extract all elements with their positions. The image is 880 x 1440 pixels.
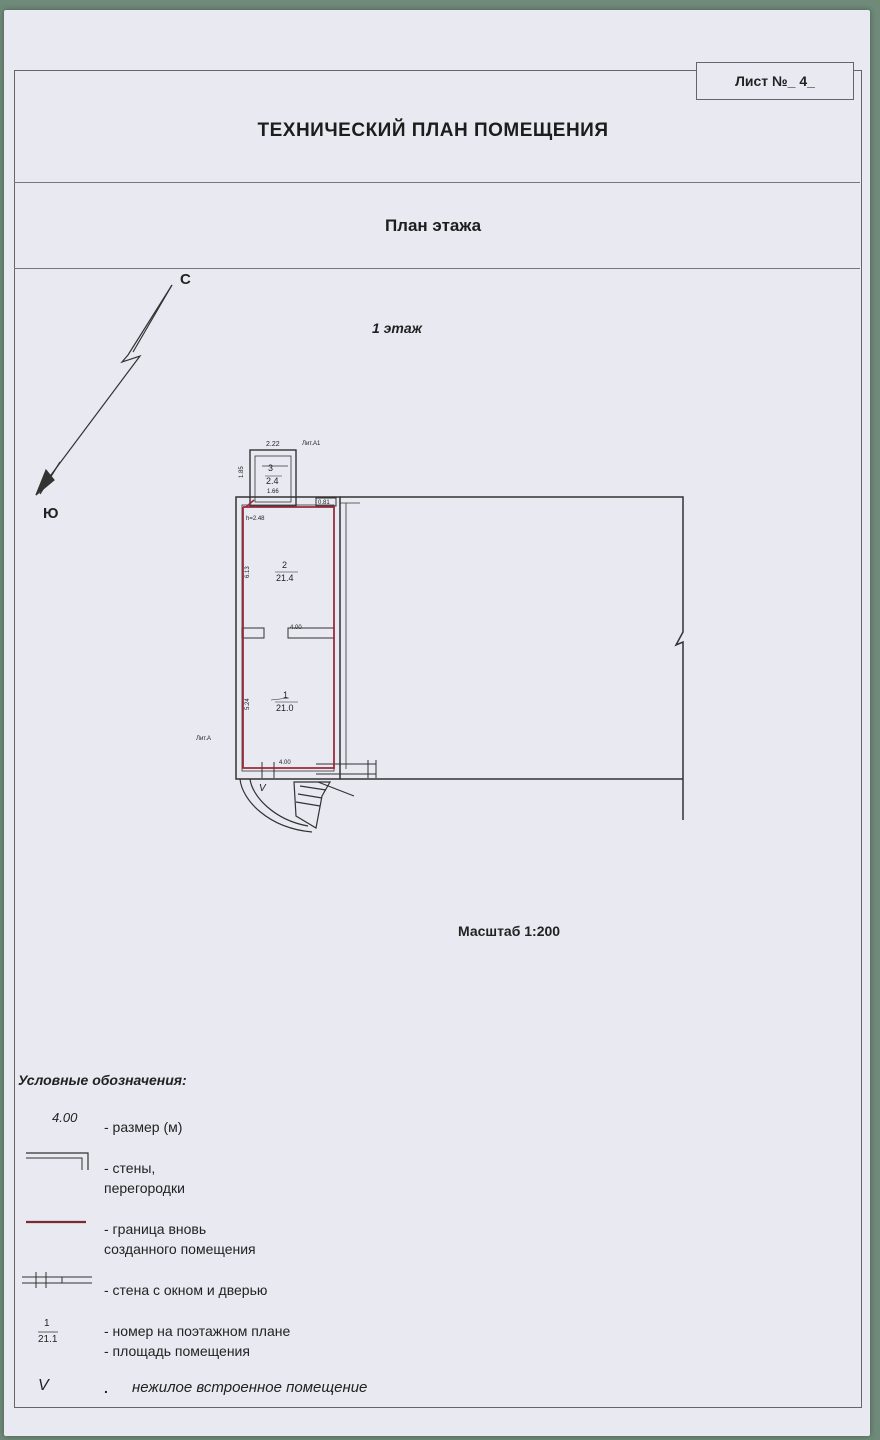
compass-north-label: С [180, 271, 191, 288]
dim-door-width: 0.81 [318, 500, 330, 506]
legend-boundary-text-2: созданного помещения [104, 1241, 256, 1257]
document-sheet: Лист №_ 4_ [4, 10, 870, 1436]
dim-room3-side: 1.85 [239, 466, 245, 478]
page-frame [14, 70, 862, 1408]
legend-v-text: нежилое встроенное помещение [132, 1379, 368, 1396]
sheet-number-box: Лист №_ 4_ [696, 62, 854, 100]
room-3-number: 3 [268, 463, 273, 473]
header-divider [14, 182, 860, 183]
subheader-divider [14, 268, 860, 269]
dim-room1-length: 5.24 [245, 698, 251, 710]
legend-v-symbol: V [38, 1377, 49, 1394]
legend-v-dot: . [104, 1380, 108, 1396]
room-3-area: 2.4 [266, 476, 279, 486]
room-1-number: 1 [283, 690, 288, 700]
nonresidential-mark: V [259, 783, 267, 794]
page-subtitle: План этажа [384, 216, 482, 235]
compass-arrow-icon [35, 284, 173, 496]
room-3-walls [249, 449, 297, 507]
dim-height: h=2.48 [246, 516, 265, 522]
legend-size-text: - размер (м) [104, 1119, 183, 1135]
main-walls [235, 496, 684, 820]
room-1-area: 21.0 [276, 703, 294, 713]
dim-room3-inner: 1.66 [267, 489, 279, 495]
legend-title: Условные обозначения: [18, 1072, 187, 1088]
dim-middle-width: 4.00 [290, 625, 302, 631]
compass-south-label: Ю [43, 505, 59, 522]
legend-area-symbol: 21.1 [38, 1334, 58, 1345]
legend-size-symbol: 4.00 [52, 1110, 78, 1125]
legend-boundary-text-1: - граница вновь [104, 1221, 207, 1237]
legend-walls-text-2: перегородки [104, 1180, 185, 1196]
dim-room2-length: 6.13 [245, 566, 251, 578]
legend-symbols [22, 1152, 92, 1333]
legend-walls-icon [26, 1152, 89, 1170]
legend-walls-text-1: - стены, [104, 1160, 156, 1176]
label-lit-a: Лит.А [196, 736, 211, 742]
legend-number-symbol: 1 [44, 1318, 50, 1329]
legend-window-door-icon [22, 1272, 92, 1288]
label-lit-a1: Лит.А1 [302, 441, 321, 447]
legend-number-text: - номер на поэтажном плане [104, 1323, 291, 1339]
legend-area-text: - площадь помещения [104, 1343, 250, 1359]
room-2-area: 21.4 [276, 573, 294, 583]
page-title: ТЕХНИЧЕСКИЙ ПЛАН ПОМЕЩЕНИЯ [257, 120, 609, 141]
scale-label: Масштаб 1:200 [458, 923, 561, 939]
room-2-number: 2 [282, 560, 287, 570]
window-door-icon [261, 497, 377, 778]
legend-window-door-text: - стена с окном и дверью [104, 1282, 268, 1298]
dim-top-width: 2.22 [266, 441, 280, 448]
dim-bottom-width: 4.00 [279, 760, 291, 766]
porch-stairs [239, 778, 355, 833]
new-premises-boundary [242, 506, 335, 769]
floor-label: 1 этаж [372, 320, 422, 336]
